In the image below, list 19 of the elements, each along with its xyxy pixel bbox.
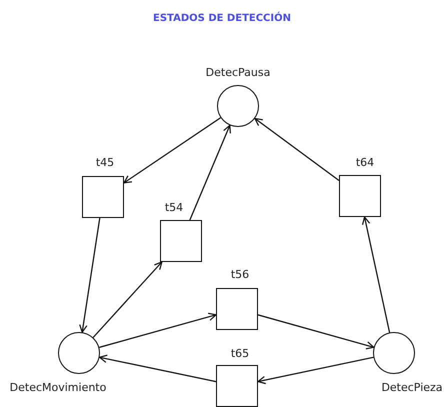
transition-label: t56 (230, 268, 250, 281)
transition-label: t54 (164, 201, 184, 214)
arrow (254, 118, 340, 181)
arrow (92, 261, 162, 338)
arrow (362, 216, 390, 333)
arrow (98, 354, 216, 382)
transition-label: t45 (96, 156, 114, 169)
transition-label: t65 (230, 347, 250, 360)
arrow (123, 117, 221, 184)
place-label: DetecPieza (381, 381, 443, 394)
arrow (258, 314, 374, 350)
arrow (99, 312, 217, 348)
arrow (189, 124, 231, 220)
place-label: DetecMovimiento (10, 381, 106, 394)
place-label: DetecPausa (206, 66, 270, 79)
arrow (79, 218, 100, 333)
diagram-title: ESTADOS DE DETECCIÓN (153, 11, 291, 26)
arrow (257, 356, 374, 384)
transition-label: t64 (356, 156, 374, 169)
